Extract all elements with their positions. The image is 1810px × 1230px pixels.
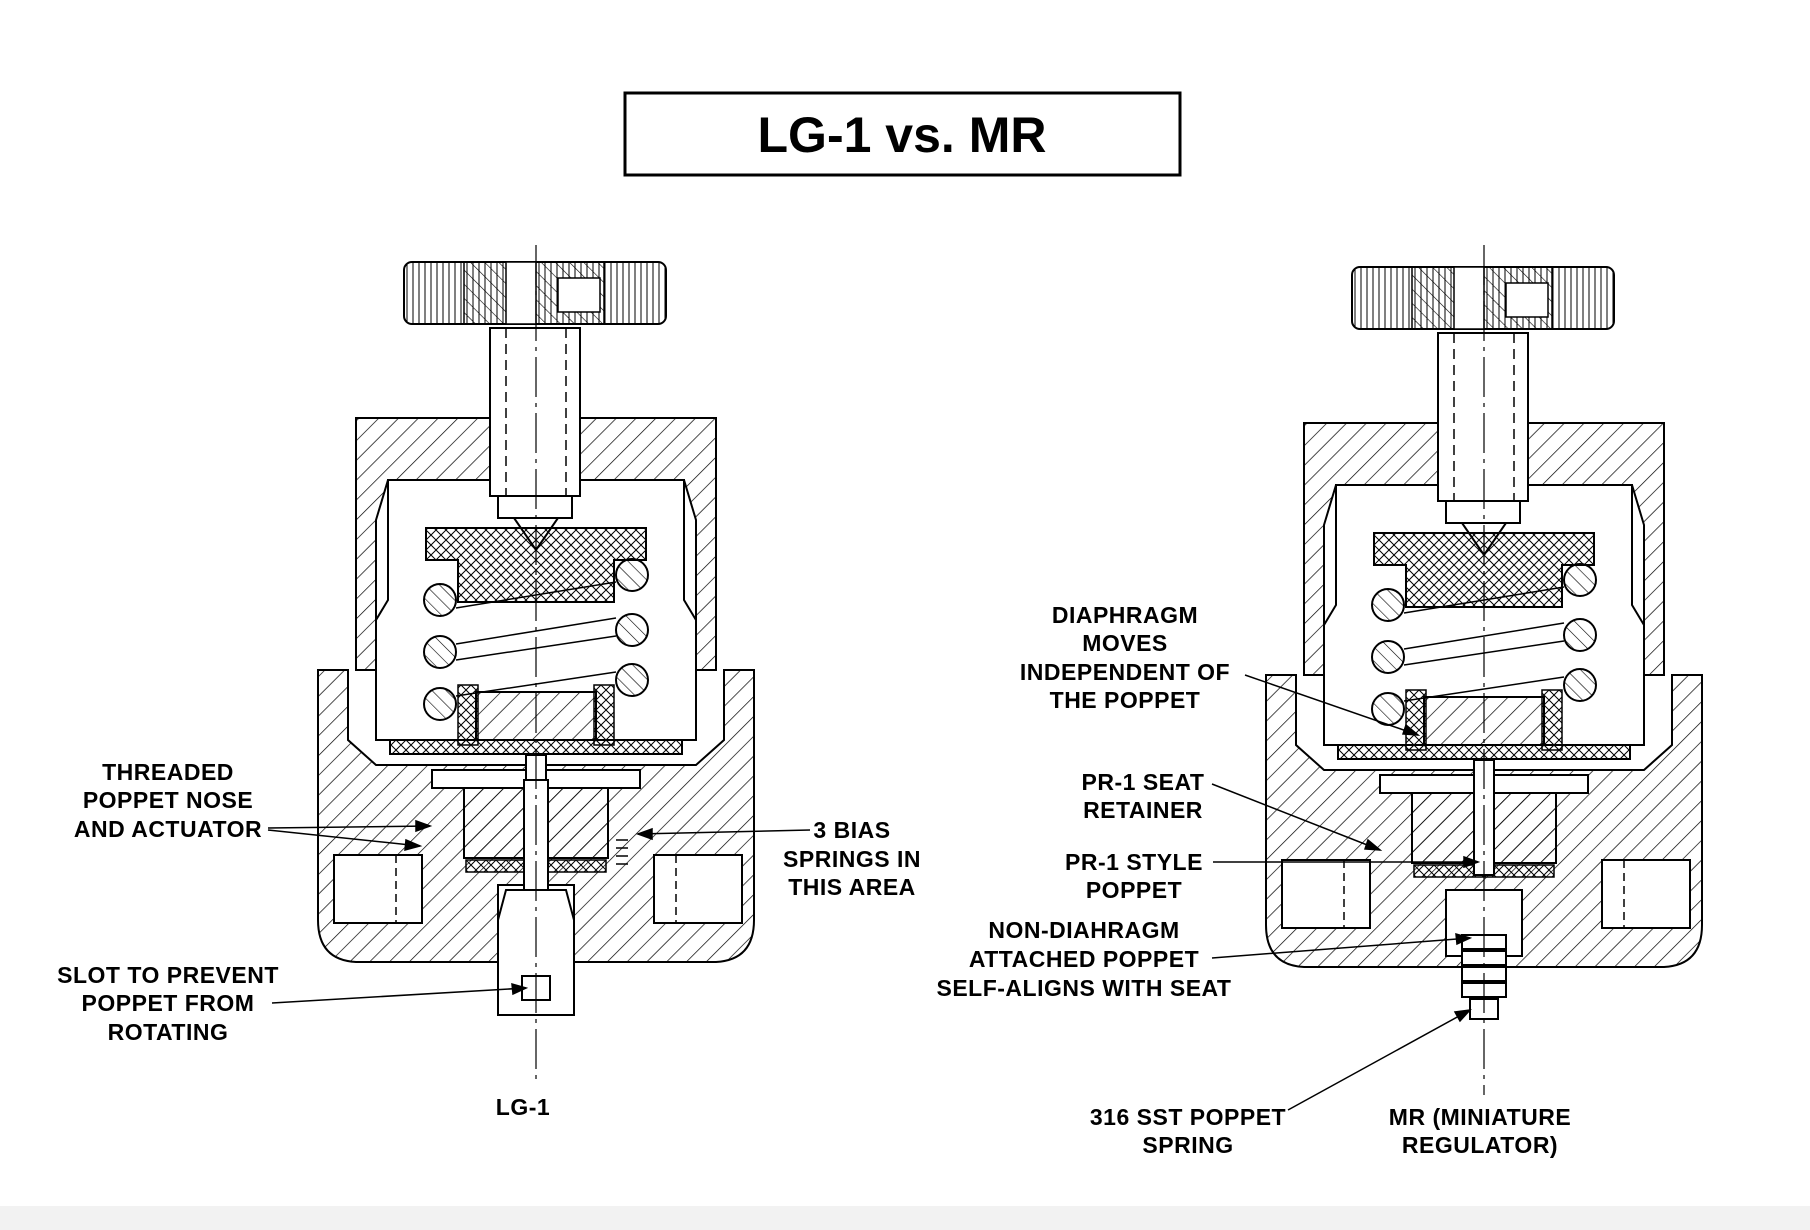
svg-text:3 BIAS: 3 BIAS — [813, 817, 890, 843]
poppet-style-leader — [1213, 855, 1481, 869]
svg-text:MOVES: MOVES — [1082, 630, 1168, 656]
poppet-spring-leader — [1287, 1008, 1472, 1111]
svg-text:SELF-ALIGNS WITH SEAT: SELF-ALIGNS WITH SEAT — [936, 975, 1231, 1001]
bias-springs-leader — [635, 827, 811, 841]
poppet-spring-label: 316 SST POPPET SPRING — [1090, 1104, 1286, 1158]
threaded-poppet-label: THREADED POPPET NOSE AND ACTUATOR — [74, 759, 262, 842]
lg1-caption: LG-1 — [496, 1094, 550, 1120]
svg-text:INDEPENDENT OF: INDEPENDENT OF — [1020, 659, 1230, 685]
svg-text:ROTATING: ROTATING — [108, 1019, 229, 1045]
svg-text:316 SST POPPET: 316 SST POPPET — [1090, 1104, 1286, 1130]
svg-text:SLOT TO PREVENT: SLOT TO PREVENT — [57, 962, 279, 988]
svg-text:POPPET FROM: POPPET FROM — [82, 990, 255, 1016]
svg-text:THE POPPET: THE POPPET — [1050, 687, 1201, 713]
title-box — [623, 91, 1182, 177]
bias-springs-label: 3 BIAS SPRINGS IN THIS AREA — [783, 817, 921, 900]
svg-text:PR-1 STYLE: PR-1 STYLE — [1065, 849, 1203, 875]
slot-label: SLOT TO PREVENT POPPET FROM ROTATING — [57, 962, 279, 1045]
svg-text:THREADED: THREADED — [102, 759, 234, 785]
svg-text:DIAPHRAGM: DIAPHRAGM — [1052, 602, 1198, 628]
bottom-strip — [0, 1206, 1810, 1230]
threaded-poppet-leaders — [267, 819, 433, 852]
svg-text:NON-DIAHRAGM: NON-DIAHRAGM — [988, 917, 1179, 943]
non-attached-poppet-label: NON-DIAHRAGM ATTACHED POPPET SELF-ALIGNS… — [936, 917, 1231, 1001]
seat-retainer-label: PR-1 SEAT RETAINER — [1082, 769, 1205, 823]
poppet-style-label: PR-1 STYLE POPPET — [1065, 849, 1203, 903]
non-attached-poppet-leader — [1211, 932, 1473, 959]
page-title: LG-1 vs. MR — [758, 107, 1047, 163]
svg-text:AND ACTUATOR: AND ACTUATOR — [74, 816, 262, 842]
svg-text:REGULATOR): REGULATOR) — [1402, 1132, 1558, 1158]
mr-caption: MR (MINIATURE REGULATOR) — [1389, 1104, 1571, 1158]
slot-leader — [271, 982, 529, 1004]
svg-text:POPPET NOSE: POPPET NOSE — [83, 787, 253, 813]
diaphragm-leader — [1244, 674, 1421, 736]
svg-text:MR (MINIATURE: MR (MINIATURE — [1389, 1104, 1571, 1130]
svg-text:ATTACHED POPPET: ATTACHED POPPET — [969, 946, 1199, 972]
seat-retainer-leader — [1211, 783, 1383, 851]
svg-text:RETAINER: RETAINER — [1083, 797, 1203, 823]
diaphragm-label: DIAPHRAGM MOVES INDEPENDENT OF THE POPPE… — [1020, 602, 1230, 713]
svg-text:SPRINGS IN: SPRINGS IN — [783, 846, 921, 872]
svg-text:THIS AREA: THIS AREA — [788, 874, 916, 900]
svg-text:PR-1 SEAT: PR-1 SEAT — [1082, 769, 1205, 795]
svg-text:POPPET: POPPET — [1086, 877, 1182, 903]
svg-text:SPRING: SPRING — [1142, 1132, 1233, 1158]
